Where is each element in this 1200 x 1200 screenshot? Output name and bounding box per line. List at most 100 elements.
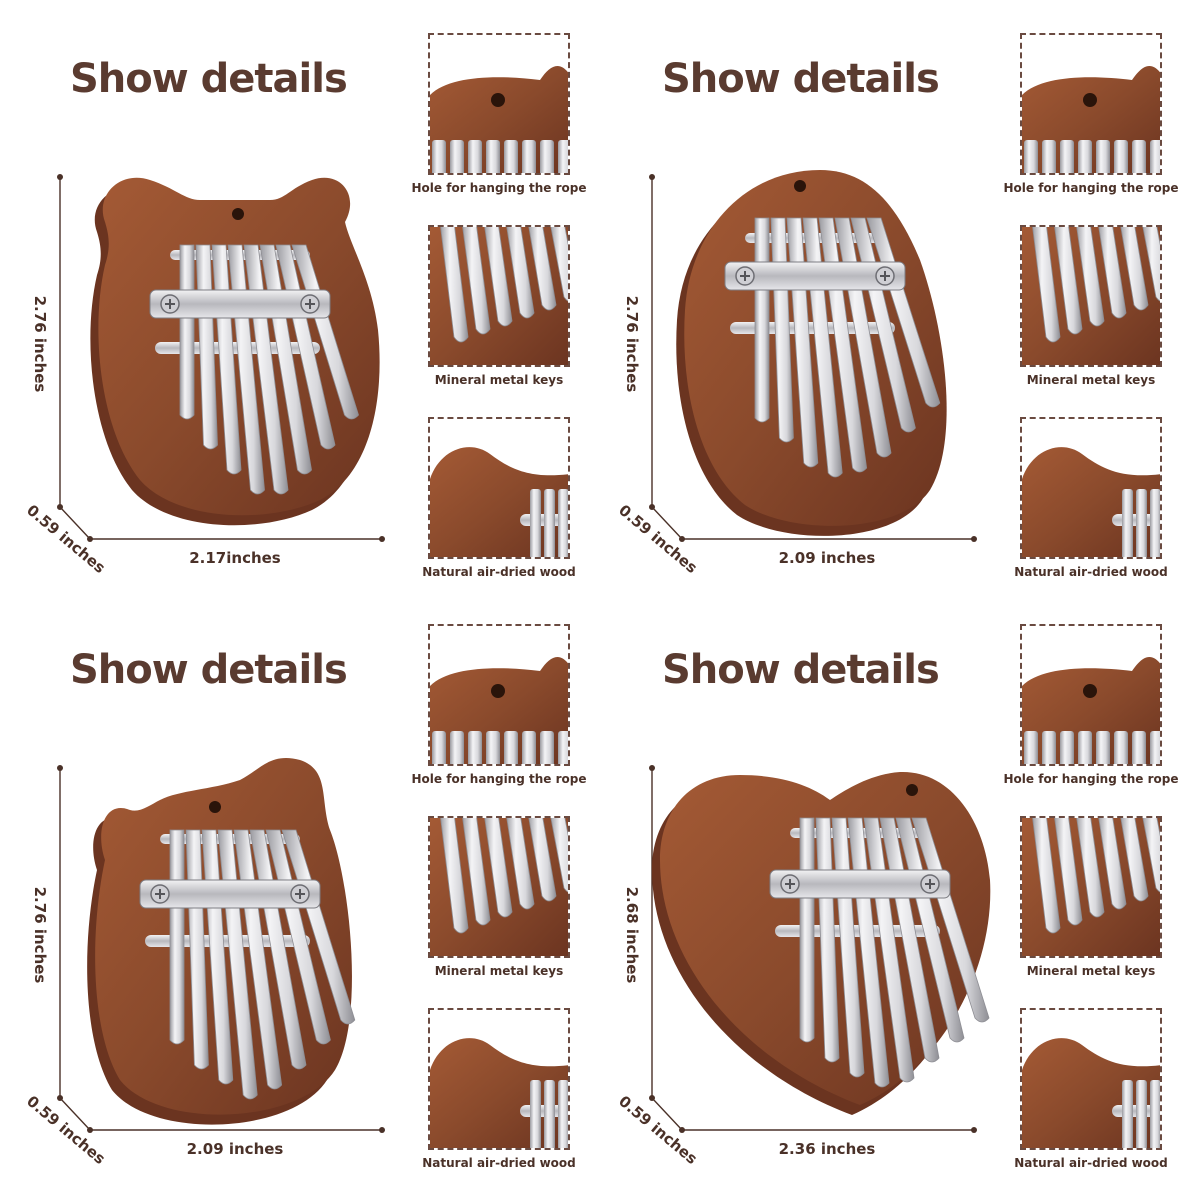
metal-keys-closeup <box>428 225 570 367</box>
metal-key <box>291 244 359 420</box>
metal-key <box>558 1080 568 1148</box>
metal-key <box>1150 1080 1160 1148</box>
product-panel-egg: Show details 2.76 inches 2.09 inches 0.5… <box>592 0 1192 600</box>
metal-key <box>468 140 482 173</box>
bridge-bar <box>724 261 906 291</box>
detail-caption: Natural air-dried wood <box>422 565 576 579</box>
detail-caption: Natural air-dried wood <box>1014 565 1168 579</box>
metal-key <box>1142 818 1160 893</box>
metal-key <box>169 829 185 1045</box>
metal-key <box>530 489 541 557</box>
metal-key <box>1122 489 1133 557</box>
screw-cross-icon <box>740 271 750 281</box>
metal-key <box>468 731 482 764</box>
product-panel-cat: Show details 2.76 inches 2.09 inches 0.5… <box>0 591 600 1191</box>
metal-key <box>1132 731 1146 764</box>
metal-key <box>1098 818 1127 910</box>
metal-keys-closeup <box>1020 225 1162 367</box>
metal-key <box>558 489 568 557</box>
metal-key <box>1060 140 1074 173</box>
metal-key <box>1132 140 1146 173</box>
detail-caption: Mineral metal keys <box>1026 964 1156 978</box>
metal-key <box>1136 1080 1147 1148</box>
hanging-hole <box>794 180 806 192</box>
metal-key <box>1024 731 1038 764</box>
metal-key <box>1076 227 1105 327</box>
detail-caption: Natural air-dried wood <box>1014 1156 1168 1170</box>
metal-key <box>1120 227 1149 311</box>
hanging-hole-closeup <box>1020 624 1162 766</box>
metal-key <box>504 140 518 173</box>
metal-key <box>540 731 554 764</box>
metal-key <box>484 818 513 918</box>
metal-key <box>754 217 770 423</box>
metal-key <box>1150 489 1160 557</box>
width-dimension-label: 2.09 inches <box>778 549 876 567</box>
kalimba-body <box>90 177 380 526</box>
panel-title: Show details <box>662 647 940 693</box>
metal-key <box>911 817 990 1023</box>
dimension-lines <box>649 174 977 542</box>
screw-cross-icon <box>305 299 315 309</box>
metal-key <box>799 817 815 1043</box>
kalimba-illustration <box>649 170 977 542</box>
metal-key <box>484 227 513 327</box>
metal-keys-closeup <box>1020 816 1162 958</box>
metal-key <box>1054 818 1083 926</box>
metal-key <box>1096 140 1110 173</box>
metal-key <box>1054 227 1083 335</box>
metal-key <box>450 731 464 764</box>
metal-key <box>1120 818 1149 902</box>
metal-key <box>462 818 491 926</box>
metal-key <box>432 140 446 173</box>
metal-key <box>440 227 469 343</box>
metal-key <box>486 731 500 764</box>
detail-caption: Mineral metal keys <box>434 373 564 387</box>
panel-title: Show details <box>662 56 940 102</box>
wood-edge-closeup <box>1020 1008 1162 1150</box>
hanging-hole <box>232 208 244 220</box>
height-dimension-label: 2.76 inches <box>623 295 641 393</box>
bridge-bar <box>139 879 321 909</box>
metal-key <box>1122 1080 1133 1148</box>
hanging-hole <box>491 684 505 698</box>
metal-key <box>1076 818 1105 918</box>
metal-key <box>486 140 500 173</box>
metal-key <box>522 731 536 764</box>
metal-key <box>1024 140 1038 173</box>
dimension-lines <box>57 765 385 1133</box>
detail-caption: Hole for hanging the rope <box>1003 772 1179 786</box>
metal-key <box>1078 140 1092 173</box>
metal-key <box>1142 227 1160 302</box>
hanging-hole <box>491 93 505 107</box>
metal-key <box>550 227 568 302</box>
metal-key <box>530 1080 541 1148</box>
metal-key <box>1032 227 1061 343</box>
metal-key <box>281 829 356 1025</box>
detail-caption: Mineral metal keys <box>1026 373 1156 387</box>
metal-key <box>1114 731 1128 764</box>
metal-key <box>506 818 535 910</box>
metal-key <box>1150 731 1160 764</box>
height-dimension-label: 2.76 inches <box>31 295 49 393</box>
metal-key <box>1042 140 1056 173</box>
metal-key <box>1114 140 1128 173</box>
metal-key <box>1078 731 1092 764</box>
kalimba-body <box>87 758 356 1125</box>
screw-cross-icon <box>880 271 890 281</box>
metal-key <box>528 227 557 311</box>
detail-caption: Hole for hanging the rope <box>411 181 587 195</box>
panel-title: Show details <box>70 647 348 693</box>
kalimba-illustration <box>57 758 385 1133</box>
metal-key <box>440 818 469 934</box>
screw-cross-icon <box>165 299 175 309</box>
metal-key <box>558 140 568 173</box>
kalimba-body <box>652 771 991 1115</box>
product-panel-bear: Show details 2.76 inches 2.17inches 0.59… <box>0 0 600 600</box>
metal-key <box>1032 818 1061 934</box>
metal-key <box>1150 140 1160 173</box>
wood-edge-closeup <box>1020 417 1162 559</box>
detail-caption: Mineral metal keys <box>434 964 564 978</box>
screw-cross-icon <box>925 879 935 889</box>
hanging-hole <box>906 784 918 796</box>
